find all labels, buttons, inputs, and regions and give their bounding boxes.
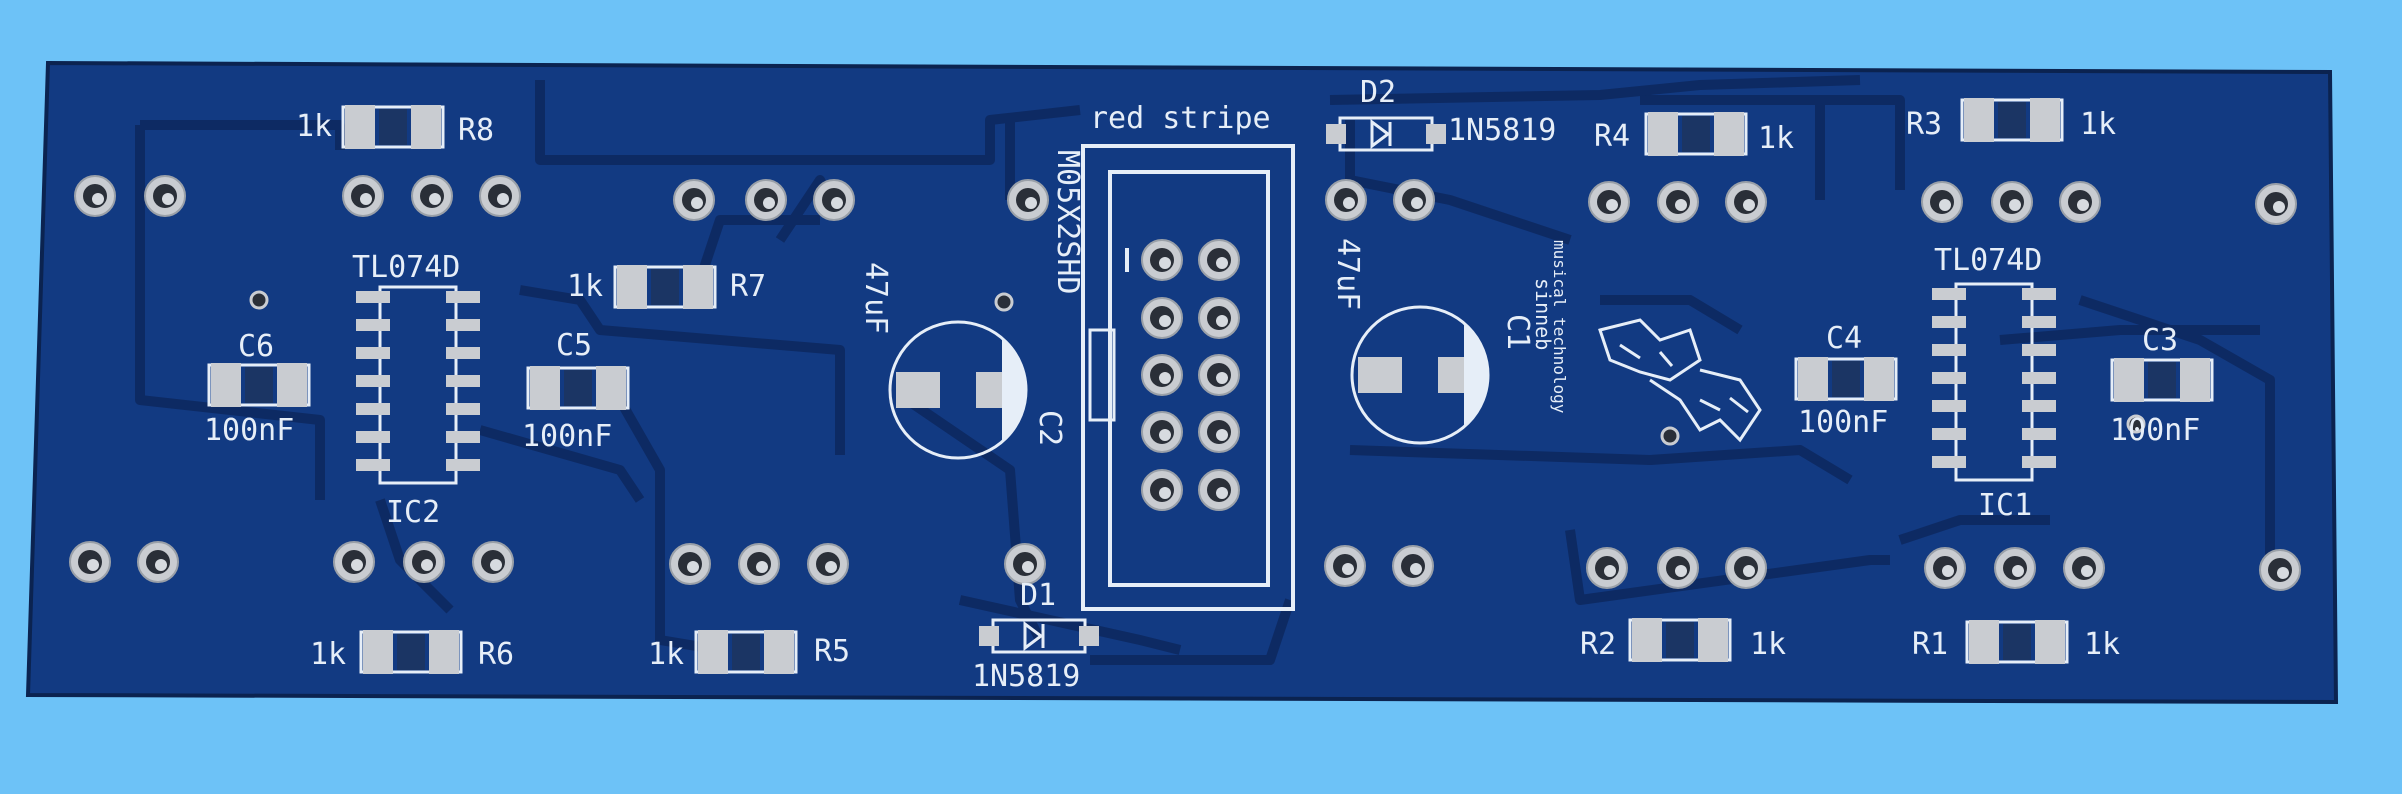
capacitor-c6: C6 100nF [204, 329, 311, 448]
ic2-ref-label: IC2 [386, 495, 440, 530]
c1-ref: C1 [1500, 314, 1535, 350]
c2-value: 47uF [858, 262, 893, 334]
ic2-part-label: TL074D [352, 250, 460, 285]
logo-line2: musical technology [1550, 240, 1569, 414]
c4-ref: C4 [1826, 321, 1862, 356]
resistor-r5: 1k R5 [648, 628, 850, 676]
c6-value: 100nF [204, 413, 294, 448]
c3-ref: C3 [2142, 323, 2178, 358]
pin-header: red stripe M05X2SHD [1050, 101, 1295, 611]
r7-value: 1k [567, 269, 603, 304]
ic1-ref-label: IC1 [1978, 488, 2032, 523]
pcb-board [25, 60, 2339, 705]
d2-ref: D2 [1360, 75, 1396, 110]
resistor-r1: R1 1k [1912, 618, 2120, 666]
ic1-part-label: TL074D [1934, 243, 2042, 278]
capacitor-c1: 47uF C1 [1330, 238, 1535, 445]
r4-value: 1k [1758, 121, 1794, 156]
ic2: TL074D IC2 [352, 250, 482, 530]
d2-part: 1N5819 [1448, 113, 1556, 148]
r3-value: 1k [2080, 107, 2116, 142]
r3-ref: R3 [1906, 107, 1942, 142]
capacitor-c5: C5 100nF [522, 328, 630, 454]
r8-ref: R8 [458, 113, 494, 148]
sinneb-logo: sinneb musical technology [1531, 240, 1762, 443]
red-stripe-label: red stripe [1090, 101, 1271, 136]
c2-ref: C2 [1032, 410, 1067, 446]
resistor-r7: 1k R7 [567, 263, 766, 311]
resistor-r6: 1k R6 [310, 628, 514, 676]
header-part-label: M05X2SHD [1050, 150, 1085, 295]
vias [249, 290, 2146, 446]
d1-ref: D1 [1020, 578, 1056, 613]
resistor-r4: R4 1k [1594, 110, 1794, 158]
c4-value: 100nF [1798, 405, 1888, 440]
resistor-r8: 1k R8 [296, 103, 494, 151]
r1-value: 1k [2084, 627, 2120, 662]
c1-value: 47uF [1330, 238, 1365, 310]
capacitor-c3: C3 100nF [2110, 323, 2214, 448]
r2-ref: R2 [1580, 627, 1616, 662]
c5-ref: C5 [556, 328, 592, 363]
ic1: TL074D IC1 [1930, 243, 2058, 523]
c6-ref: C6 [238, 329, 274, 364]
r1-ref: R1 [1912, 627, 1948, 662]
capacitor-c2: 47uF C2 [858, 262, 1067, 460]
resistor-r2: R2 1k [1580, 616, 1786, 664]
diode-d2: D2 1N5819 [1326, 75, 1556, 152]
diode-d1: D1 1N5819 [972, 578, 1099, 694]
resistor-r3: R3 1k [1906, 96, 2116, 144]
logo-artwork-icon [1598, 318, 1762, 443]
r5-value: 1k [648, 637, 684, 672]
logo-line1: sinneb [1531, 278, 1555, 350]
r4-ref: R4 [1594, 119, 1630, 154]
r5-ref: R5 [814, 634, 850, 669]
capacitor-c4: C4 100nF [1794, 321, 1898, 440]
r6-value: 1k [310, 637, 346, 672]
r8-value: 1k [296, 109, 332, 144]
d1-part: 1N5819 [972, 659, 1080, 694]
r6-ref: R6 [478, 637, 514, 672]
c3-value: 100nF [2110, 413, 2200, 448]
r7-ref: R7 [730, 269, 766, 304]
r2-value: 1k [1750, 627, 1786, 662]
c5-value: 100nF [522, 419, 612, 454]
